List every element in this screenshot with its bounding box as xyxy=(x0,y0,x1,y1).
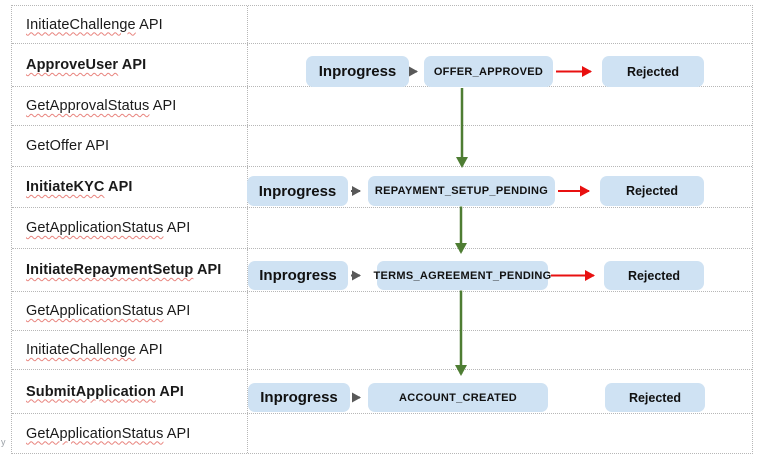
table-row: InitiateKYC API xyxy=(12,167,752,208)
state-box-rejected[interactable]: Rejected xyxy=(600,176,704,206)
api-suffix: API xyxy=(163,425,191,442)
api-name-cell[interactable]: SubmitApplication API xyxy=(12,370,248,413)
state-box-rejected[interactable]: Rejected xyxy=(604,261,704,290)
table-row: GetApplicationStatus API xyxy=(12,292,752,331)
state-box-rejected[interactable]: Rejected xyxy=(602,56,704,87)
table-row: InitiateChallenge API xyxy=(12,6,752,44)
api-name-cell[interactable]: GetApprovalStatus API xyxy=(12,87,248,125)
flow-cell xyxy=(248,87,752,125)
table-row: SubmitApplication API xyxy=(12,370,752,414)
table-row: GetApprovalStatus API xyxy=(12,87,752,126)
api-name: GetApplicationStatus xyxy=(26,220,164,236)
api-suffix: API xyxy=(193,262,222,278)
api-name: ApproveUser xyxy=(26,57,119,73)
api-suffix: API xyxy=(82,138,110,154)
api-suffix: API xyxy=(163,220,191,236)
api-name-cell[interactable]: GetApplicationStatus API xyxy=(12,208,248,248)
api-name: SubmitApplication xyxy=(26,383,156,400)
flow-cell xyxy=(248,414,752,453)
state-box-inprogress[interactable]: Inprogress xyxy=(248,261,348,290)
api-name-cell[interactable]: InitiateChallenge API xyxy=(12,331,248,369)
api-name-cell[interactable]: GetApplicationStatus API xyxy=(12,292,248,330)
state-box-account-created[interactable]: ACCOUNT_CREATED xyxy=(368,383,548,412)
api-name-cell[interactable]: InitiateChallenge API xyxy=(12,6,248,43)
state-box-inprogress[interactable]: Inprogress xyxy=(306,56,409,87)
api-name: GetOffer xyxy=(26,138,83,154)
api-name-cell[interactable]: ApproveUser API xyxy=(12,44,248,86)
api-name-cell[interactable]: GetOffer API xyxy=(12,126,248,166)
api-suffix: API xyxy=(163,303,191,319)
api-name: InitiateChallenge xyxy=(26,342,136,358)
api-suffix: API xyxy=(149,98,177,114)
state-box-repayment-setup-pending[interactable]: REPAYMENT_SETUP_PENDING xyxy=(368,176,555,206)
table-row: GetApplicationStatus API xyxy=(12,208,752,249)
table-row: InitiateRepaymentSetup API xyxy=(12,249,752,292)
state-box-terms-agreement-pending[interactable]: TERMS_AGREEMENT_PENDING xyxy=(373,261,551,290)
table-row: GetOffer API xyxy=(12,126,752,167)
flow-cell xyxy=(248,126,752,166)
api-suffix: API xyxy=(118,57,147,73)
flow-cell xyxy=(248,208,752,248)
api-name: InitiateKYC xyxy=(26,179,105,195)
table-row: InitiateChallenge API xyxy=(12,331,752,370)
api-suffix: API xyxy=(135,342,163,358)
table-row: GetApplicationStatus API xyxy=(12,414,752,453)
api-suffix: API xyxy=(135,16,163,33)
flow-cell xyxy=(248,331,752,369)
api-name-cell[interactable]: GetApplicationStatus API xyxy=(12,414,248,453)
state-box-inprogress[interactable]: Inprogress xyxy=(247,176,348,206)
api-state-table: InitiateChallenge API ApproveUser API Ge… xyxy=(11,5,753,454)
flow-cell xyxy=(248,6,752,43)
api-name: GetApplicationStatus xyxy=(26,425,164,442)
state-box-inprogress[interactable]: Inprogress xyxy=(248,383,350,412)
api-name: GetApplicationStatus xyxy=(26,303,164,319)
state-box-rejected[interactable]: Rejected xyxy=(605,383,705,412)
api-name: InitiateChallenge xyxy=(26,16,136,33)
api-name-cell[interactable]: InitiateKYC API xyxy=(12,167,248,207)
api-suffix: API xyxy=(104,179,133,195)
api-name: InitiateRepaymentSetup xyxy=(26,262,194,278)
flow-cell xyxy=(248,292,752,330)
state-box-offer-approved[interactable]: OFFER_APPROVED xyxy=(424,56,553,87)
api-name: GetApprovalStatus xyxy=(26,98,150,114)
clipped-margin-text: y xyxy=(1,437,6,447)
api-suffix: API xyxy=(155,383,184,400)
api-name-cell[interactable]: InitiateRepaymentSetup API xyxy=(12,249,248,291)
